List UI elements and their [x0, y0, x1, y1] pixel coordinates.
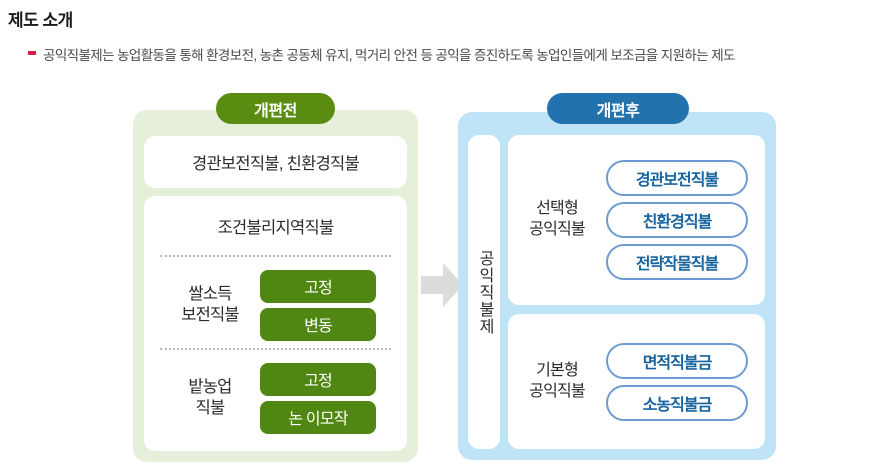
before-group-field-label: 밭농업 직불 [160, 377, 260, 419]
page-title: 제도 소개 [8, 11, 73, 30]
before-group-rice-label: 쌀소득 보전직불 [160, 284, 260, 326]
after-card-selective-label-line1: 선택형 [536, 200, 579, 218]
before-badge: 개편전 [216, 93, 335, 124]
after-pill-strategic-crop[interactable]: 전략작물직불 [606, 244, 748, 280]
after-pill-small-farmer-payment[interactable]: 소농직불금 [606, 384, 748, 421]
before-pill-field-fixed[interactable]: 고정 [260, 362, 376, 396]
before-group-field: 밭농업 직불 고정 논 이모작 [160, 357, 391, 439]
before-group-rice-label-line2: 보전직불 [181, 306, 239, 324]
after-card-selective-label: 선택형 공익직불 [508, 199, 606, 241]
description-row: 공익직불제는 농업활동을 통해 환경보전, 농촌 공동체 유지, 먹거리 안전 … [28, 44, 735, 64]
after-card-selective: 선택형 공익직불 경관보전직불 친환경직불 전략작물직불 [508, 135, 765, 305]
after-card-basic-pills: 면적직불금 소농직불금 [606, 342, 765, 421]
after-card-basic-label-line2: 공익직불 [529, 382, 585, 400]
before-group-rice-pills: 고정 변동 [260, 269, 391, 341]
after-pill-eco-friendly[interactable]: 친환경직불 [606, 202, 748, 238]
before-group-field-label-line1: 밭농업 [188, 377, 232, 396]
before-card-top-label: 경관보전직불, 친환경직불 [191, 155, 360, 173]
divider-1 [160, 255, 391, 257]
after-card-basic-label: 기본형 공익직불 [508, 361, 606, 403]
after-card-basic-label-line1: 기본형 [536, 361, 579, 379]
after-card-selective-label-line2: 공익직불 [529, 221, 585, 238]
after-pill-area-payment[interactable]: 면적직불금 [606, 342, 748, 379]
divider-2 [160, 348, 391, 350]
after-card-selective-pills: 경관보전직불 친환경직불 전략작물직불 [606, 160, 765, 280]
after-card-basic: 기본형 공익직불 면적직불금 소농직불금 [508, 314, 765, 449]
after-vertical-label-column: 공익직불제 [468, 135, 500, 449]
before-card-main: 조건불리지역직불 쌀소득 보전직불 고정 변동 밭농업 직불 고정 논 이모작 [144, 196, 407, 451]
square-bullet-icon [28, 51, 36, 55]
before-pill-field-double-crop[interactable]: 논 이모작 [260, 400, 376, 434]
before-card-top: 경관보전직불, 친환경직불 [144, 136, 407, 188]
description-text: 공익직불제는 농업활동을 통해 환경보전, 농촌 공동체 유지, 먹거리 안전 … [43, 48, 735, 63]
arrow-right-icon [421, 263, 463, 307]
after-vertical-label: 공익직불제 [476, 249, 493, 335]
before-group-rice-label-line1: 쌀소득 [188, 284, 232, 303]
before-group-field-label-line2: 직불 [195, 399, 226, 417]
after-pill-landscape[interactable]: 경관보전직불 [606, 160, 748, 196]
before-group-field-pills: 고정 논 이모작 [260, 362, 391, 434]
before-pill-rice-variable[interactable]: 변동 [260, 307, 376, 341]
before-pill-rice-fixed[interactable]: 고정 [260, 269, 376, 303]
before-group-rice: 쌀소득 보전직불 고정 변동 [160, 264, 391, 346]
after-badge: 개편후 [547, 93, 689, 124]
before-card-main-title: 조건불리지역직불 [217, 219, 335, 237]
